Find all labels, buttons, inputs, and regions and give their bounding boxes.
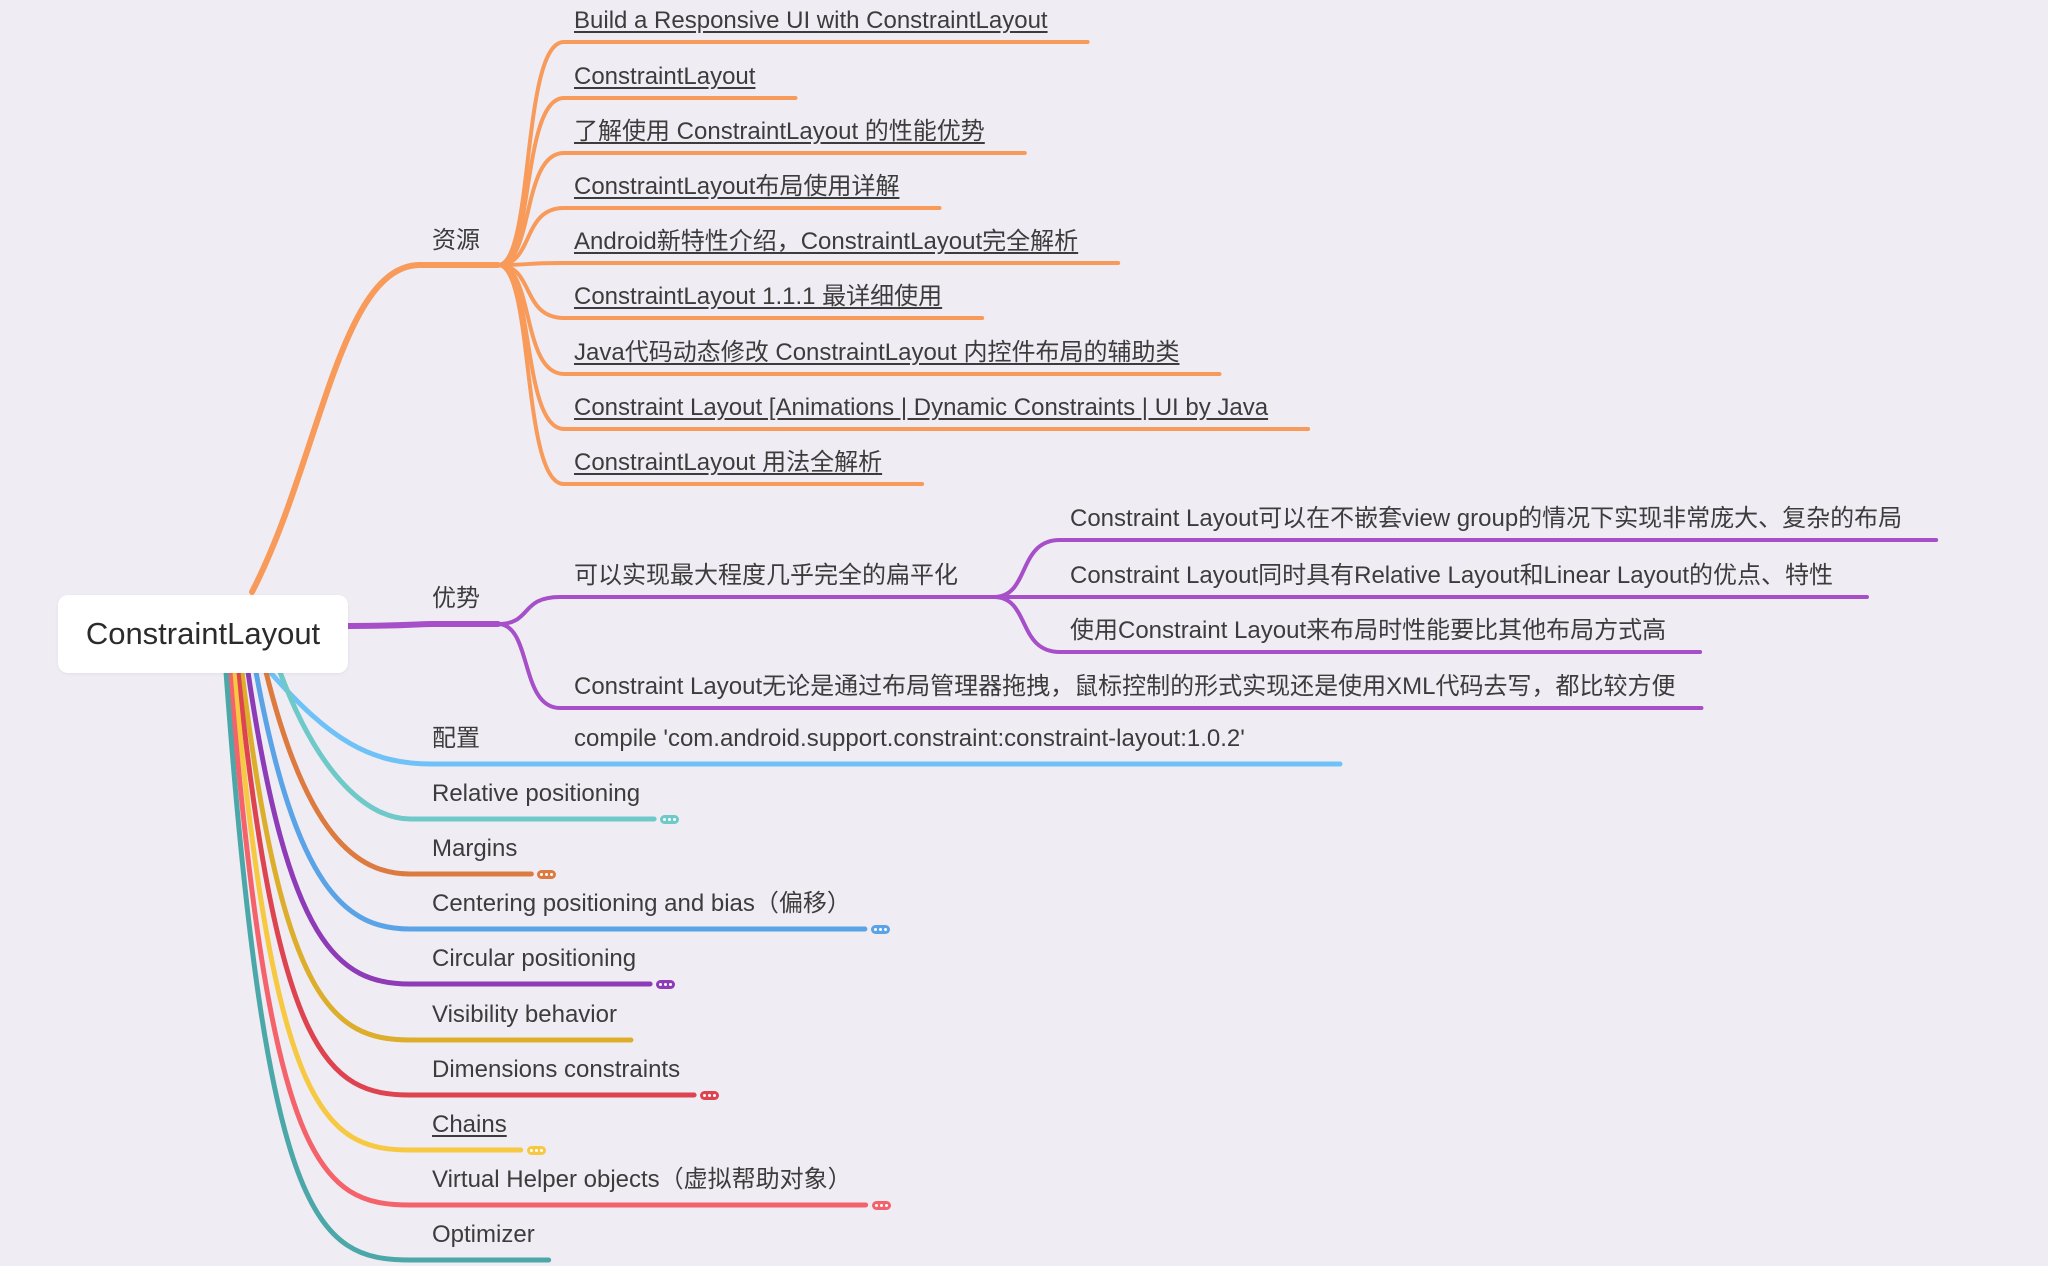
branch-line-relative bbox=[277, 669, 657, 822]
collapse-toggle-button[interactable] bbox=[526, 1146, 546, 1155]
resource-connector bbox=[496, 261, 576, 267]
resource-link[interactable]: ConstraintLayout布局使用详解 bbox=[574, 173, 900, 200]
collapse-toggle-button[interactable] bbox=[656, 980, 676, 989]
branch-margins-label[interactable]: Margins bbox=[432, 835, 518, 862]
collapse-dot-icon bbox=[703, 1094, 707, 1097]
branch-optimizer-label[interactable]: Optimizer bbox=[432, 1221, 535, 1248]
collapse-dot-icon bbox=[708, 1094, 712, 1097]
collapse-toggle-button[interactable] bbox=[537, 870, 557, 879]
flatten-child-connector bbox=[992, 538, 1072, 599]
collapse-dot-icon bbox=[883, 928, 887, 931]
resource-link[interactable]: ConstraintLayout bbox=[574, 63, 756, 90]
collapse-dot-icon bbox=[669, 983, 673, 986]
branch-chains-label[interactable]: Chains bbox=[432, 1111, 507, 1138]
branch-line-circular bbox=[245, 669, 653, 987]
resource-link[interactable]: 了解使用 ConstraintLayout 的性能优势 bbox=[574, 118, 985, 145]
collapse-dot-icon bbox=[673, 818, 677, 821]
collapse-dot-icon bbox=[878, 928, 882, 931]
collapse-dot-icon bbox=[668, 818, 672, 821]
collapse-dot-icon bbox=[529, 1149, 533, 1152]
collapse-dot-icon bbox=[540, 873, 544, 876]
branch-line-optimizer bbox=[223, 669, 552, 1263]
collapse-toggle-button[interactable] bbox=[871, 1201, 891, 1210]
branch-line-resources bbox=[249, 262, 423, 595]
branch-config-label[interactable]: 配置 bbox=[432, 725, 480, 752]
flatten-child-label[interactable]: 使用Constraint Layout来布局时性能要比其他布局方式高 bbox=[1070, 617, 1667, 644]
branch-resources-label[interactable]: 资源 bbox=[432, 227, 480, 254]
collapse-toggle-button[interactable] bbox=[870, 925, 890, 934]
collapse-dot-icon bbox=[874, 1204, 878, 1207]
branch-virtual-label[interactable]: Virtual Helper objects（虚拟帮助对象） bbox=[432, 1166, 852, 1193]
resource-link[interactable]: Constraint Layout [Animations | Dynamic … bbox=[574, 394, 1269, 421]
branch-line-visibility bbox=[239, 669, 634, 1043]
resource-connector bbox=[496, 263, 576, 486]
branch-centering-label[interactable]: Centering positioning and bias（偏移） bbox=[432, 890, 851, 917]
collapse-dot-icon bbox=[659, 983, 663, 986]
advantage-connector bbox=[496, 622, 576, 710]
collapse-dot-icon bbox=[664, 983, 668, 986]
resource-connector bbox=[496, 151, 576, 267]
branch-dimensions-label[interactable]: Dimensions constraints bbox=[432, 1056, 681, 1083]
advantage-ease-label[interactable]: Constraint Layout无论是通过布局管理器拖拽，鼠标控制的形式实现还… bbox=[574, 673, 1676, 700]
resource-connector bbox=[496, 206, 576, 267]
collapse-dot-icon bbox=[879, 1204, 883, 1207]
resource-link[interactable]: ConstraintLayout 用法全解析 bbox=[574, 449, 883, 476]
collapse-dot-icon bbox=[545, 873, 549, 876]
root-node-label[interactable]: ConstraintLayout bbox=[85, 616, 321, 651]
branch-visibility-label[interactable]: Visibility behavior bbox=[432, 1001, 617, 1028]
flatten-child-connector bbox=[992, 595, 1072, 654]
branch-line-dimensions bbox=[235, 669, 697, 1098]
root-node-box[interactable] bbox=[58, 595, 348, 673]
config-value-label[interactable]: compile 'com.android.support.constraint:… bbox=[574, 725, 1245, 752]
collapse-dot-icon bbox=[713, 1094, 717, 1097]
resource-link[interactable]: ConstraintLayout 1.1.1 最详细使用 bbox=[574, 283, 943, 310]
branch-line-centering bbox=[253, 669, 868, 932]
branch-line-virtual bbox=[227, 669, 869, 1208]
flatten-child-label[interactable]: Constraint Layout同时具有Relative Layout和Lin… bbox=[1070, 562, 1833, 589]
collapse-toggle-button[interactable] bbox=[700, 1091, 720, 1100]
branch-relative-label[interactable]: Relative positioning bbox=[432, 780, 641, 807]
resource-link[interactable]: Build a Responsive UI with ConstraintLay… bbox=[574, 7, 1048, 34]
advantage-flatten-label[interactable]: 可以实现最大程度几乎完全的扁平化 bbox=[574, 562, 958, 589]
collapse-dot-icon bbox=[550, 873, 554, 876]
collapse-dot-icon bbox=[873, 928, 877, 931]
branch-circular-label[interactable]: Circular positioning bbox=[432, 945, 637, 972]
branch-line-config bbox=[267, 669, 1343, 767]
collapse-dot-icon bbox=[884, 1204, 888, 1207]
collapse-dot-icon bbox=[663, 818, 667, 821]
branch-line-chains bbox=[231, 669, 524, 1153]
collapse-toggle-button[interactable] bbox=[660, 815, 680, 824]
collapse-dot-icon bbox=[534, 1149, 538, 1152]
resource-link[interactable]: Android新特性介绍，ConstraintLayout完全解析 bbox=[574, 228, 1079, 255]
branch-advantages-label[interactable]: 优势 bbox=[432, 585, 480, 612]
branch-line-advantages bbox=[345, 621, 501, 629]
branch-line-margins bbox=[263, 669, 534, 877]
advantage-connector bbox=[496, 595, 576, 626]
collapse-dot-icon bbox=[539, 1149, 543, 1152]
flatten-child-label[interactable]: Constraint Layout可以在不嵌套view group的情况下实现非… bbox=[1070, 505, 1903, 532]
resource-link[interactable]: Java代码动态修改 ConstraintLayout 内控件布局的辅助类 bbox=[574, 339, 1180, 366]
